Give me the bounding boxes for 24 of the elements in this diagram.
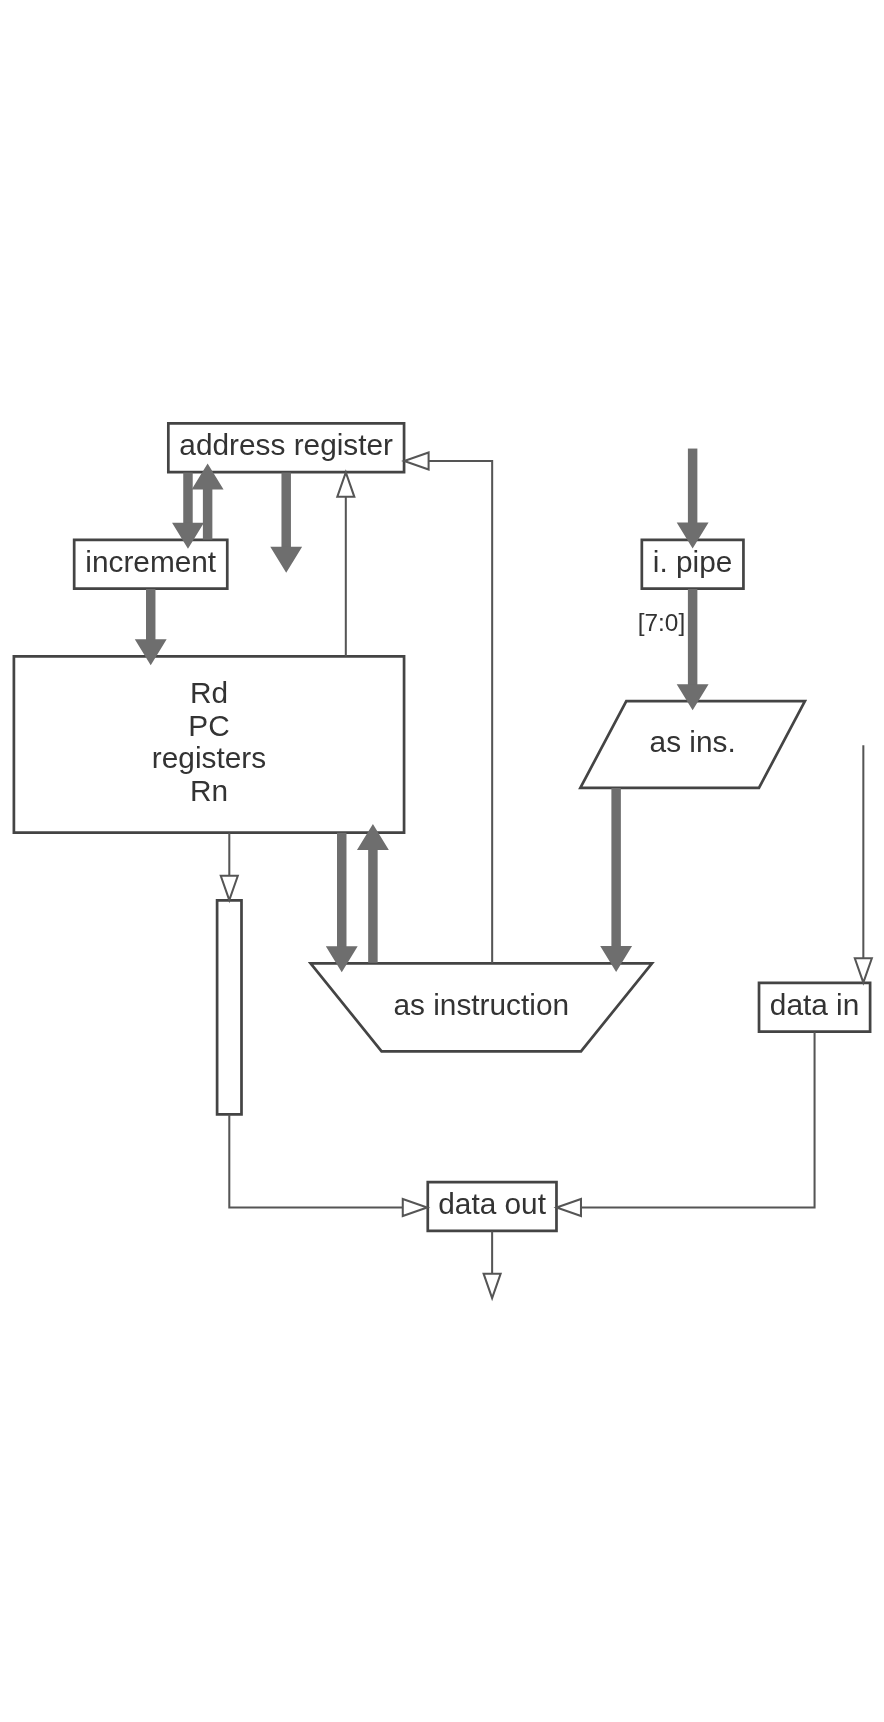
- arrow: [134, 588, 167, 665]
- arrow: [676, 448, 709, 549]
- arrow: [335, 468, 356, 656]
- arrow: [482, 1230, 503, 1301]
- arrow: [172, 472, 204, 549]
- arrow: [356, 823, 389, 963]
- arrow: [219, 832, 240, 903]
- node-box: data out: [426, 1180, 558, 1232]
- arrow: [600, 787, 633, 972]
- node-box: address register: [166, 421, 406, 474]
- arrow: [270, 472, 303, 573]
- node-bar: [215, 898, 243, 1116]
- node-box: increment: [72, 538, 229, 590]
- arrow: [401, 450, 494, 963]
- arrow: [853, 744, 874, 986]
- arrow: [228, 1113, 431, 1217]
- edge-label: [7:0]: [637, 608, 686, 636]
- node-box: data in: [757, 981, 872, 1033]
- arrow: [676, 588, 709, 710]
- arrow: [325, 832, 358, 972]
- arrow: [553, 1031, 816, 1217]
- arrow: [191, 462, 224, 540]
- node-box: i. pipe: [640, 538, 745, 590]
- node-box: Rd PC registers Rn: [12, 654, 406, 834]
